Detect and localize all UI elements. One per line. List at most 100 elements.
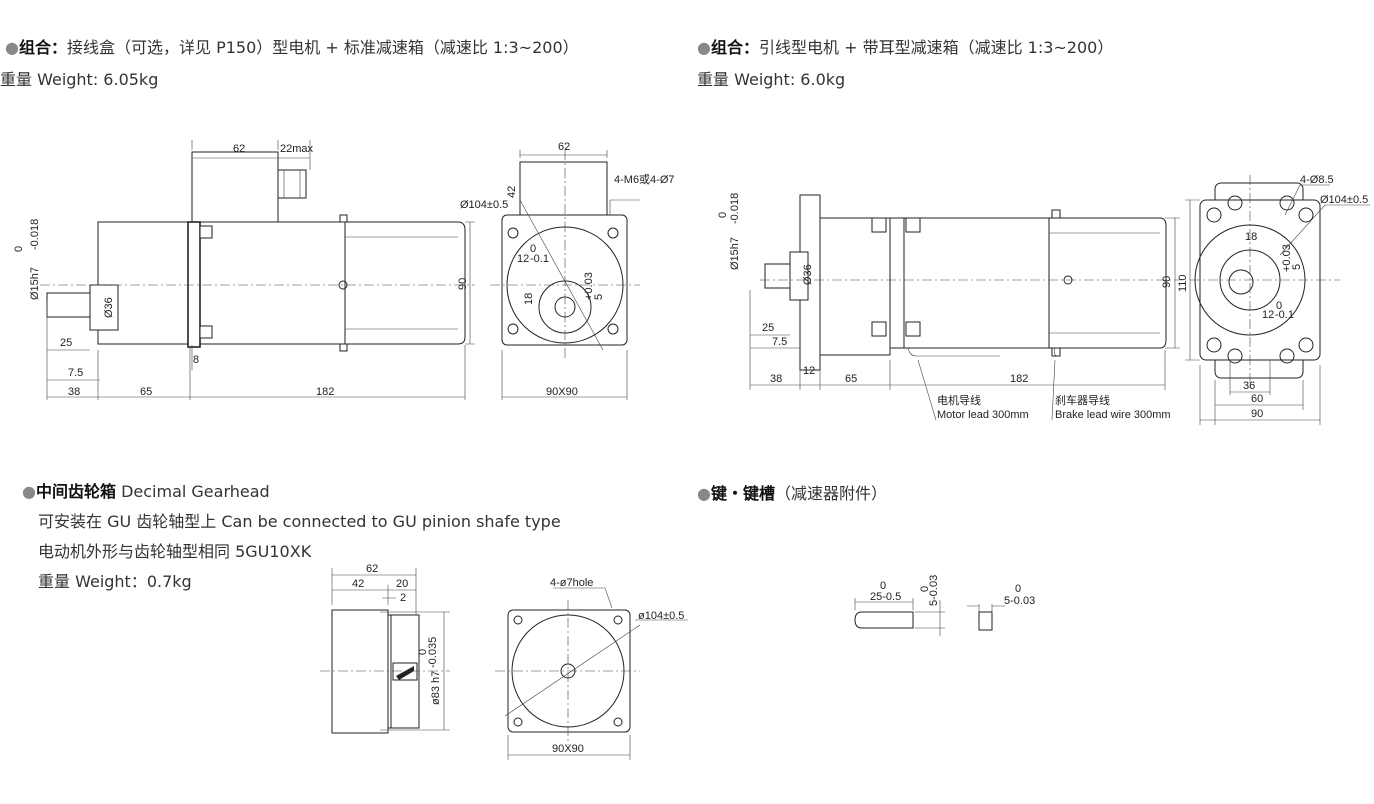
bullet: ● [5, 38, 19, 57]
gearbox [344, 221, 466, 345]
dim-text: 0 [919, 586, 931, 592]
section3-line1: 可安装在 GU 齿轮轴型上 Can be connected to GU pin… [38, 512, 561, 531]
brake-section [1048, 217, 1167, 349]
section1-title: 接线盒（可选，详见 P150）型电机 + 标准减速箱（减速比 1:3~200） [66, 38, 579, 57]
section2-label: 组合： [710, 38, 759, 57]
dim-text: 5-0.03 [1004, 595, 1035, 607]
dim-text: 20 [396, 578, 408, 590]
section3-heading: ●中间齿轮箱 Decimal Gearhead [22, 478, 270, 502]
dim-text: 7.5 [68, 367, 83, 379]
section4-label: 键・键槽 [710, 484, 775, 503]
section2-weight: 重量 Weight: 6.0kg [697, 70, 846, 89]
dim-text: 18 [523, 293, 535, 305]
dim-text: 90X90 [552, 743, 584, 755]
dim-text: 38 [770, 373, 782, 385]
drawing1-front-view: 62 42 Ø104±0.5 4-M6或4-Ø7 12 0 -0.1 18 5 … [460, 141, 675, 400]
dim-text: 90X90 [546, 386, 578, 398]
dim-text: Ø36 [802, 264, 814, 285]
motor-lead-label: 电机导线 [937, 393, 981, 407]
dim-text: +0.03 [583, 272, 595, 300]
dim-text: -0.1 [530, 253, 549, 265]
cable-gland [277, 169, 307, 199]
dim-text: 90 [457, 278, 469, 290]
dim-text: 0 [717, 212, 729, 218]
dim-text: 5 [1291, 264, 1303, 270]
brake-lead-label: Brake lead wire 300mm [1055, 409, 1171, 421]
dim-text: 0 [530, 243, 536, 255]
section3-title: Decimal Gearhead [115, 482, 270, 501]
motor-lead-label: Motor lead 300mm [937, 409, 1029, 421]
dim-text: -0.018 [29, 219, 41, 250]
dim-text: 36 [1243, 380, 1255, 392]
dim-text: Ø15h7 [29, 267, 41, 300]
section4-heading: ●键・键槽（减速器附件） [697, 480, 887, 504]
dim-text: 0 [417, 649, 429, 655]
dim-text: 182 [1010, 373, 1028, 385]
dim-text: 90 [1251, 408, 1263, 420]
dim-text: 5-0.03 [928, 575, 940, 606]
dim-text: 42 [352, 578, 364, 590]
dim-text: Ø36 [103, 297, 115, 318]
dim-text: 12 [517, 253, 529, 265]
flange-plate [187, 221, 201, 348]
dim-text: Ø104±0.5 [460, 199, 508, 211]
dim-text: 7.5 [772, 336, 787, 348]
brake-lead-label: 刹车器导线 [1055, 393, 1110, 407]
section4-title: （减速器附件） [774, 484, 887, 503]
dim-text: 0 [1015, 583, 1021, 595]
dim-text: 18 [1245, 231, 1257, 243]
drawing2-front-view: 4-Ø8.5 Ø104±0.5 18 5 +0.03 12 -0.1 0 36 … [1190, 174, 1370, 425]
dim-text: 182 [316, 386, 334, 398]
dim-text: 65 [140, 386, 152, 398]
dim-text: 4-Ø8.5 [1300, 174, 1334, 186]
dim-text: -0.1 [1275, 309, 1294, 321]
dim-text: 2 [400, 592, 406, 604]
section1-heading: ●组合：接线盒（可选，详见 P150）型电机 + 标准减速箱（减速比 1:3~2… [5, 34, 579, 58]
dim-text: 42 [506, 186, 518, 198]
key-drawing: 0 25-0.5 5-0.03 0 0 5-0.03 [854, 575, 1035, 636]
dim-text: 4-ø7hole [550, 577, 593, 589]
dim-text: +0.03 [1281, 244, 1293, 272]
dim-text: Ø15h7 [729, 237, 741, 270]
output-shaft [764, 263, 791, 289]
dim-text: 25-0.5 [870, 591, 901, 603]
dim-text: ø83 h7 [430, 671, 442, 705]
dim-text: 65 [845, 373, 857, 385]
bullet: ● [22, 482, 36, 501]
drawing2-side-view: Ø15h7 0 -0.018 Ø36 25 7.5 12 38 65 182 9… [717, 193, 1200, 421]
dim-text: 0 [880, 580, 886, 592]
dim-text: 90 [1161, 276, 1173, 288]
dim-text: 38 [68, 386, 80, 398]
dim-text: Ø104±0.5 [1320, 194, 1368, 206]
dim-text: -0.035 [427, 637, 439, 668]
dim-text: 25 [762, 322, 774, 334]
section1-weight: 重量 Weight: 6.05kg [0, 70, 159, 89]
terminal-box [191, 151, 279, 223]
section3-label: 中间齿轮箱 [35, 482, 116, 501]
dim-text: 110 [1177, 274, 1189, 292]
dim-text: 22max [280, 143, 314, 155]
dim-text: ø104±0.5 [638, 610, 684, 622]
section3-line2: 电动机外形与齿轮轴型相同 5GU10XK [38, 542, 312, 561]
dim-text: 62 [233, 143, 245, 155]
section2-title: 引线型电机 + 带耳型减速箱（减速比 1:3~200） [758, 38, 1114, 57]
dim-text: 5 [593, 294, 605, 300]
dim-text: 25 [60, 337, 72, 349]
gearhead-drawing: 62 42 20 2 ø83 h7 0 -0.035 4-ø7hole ø104… [320, 563, 688, 760]
dim-text: 60 [1251, 393, 1263, 405]
dim-text: 62 [558, 141, 570, 153]
output-shaft [46, 292, 91, 318]
dim-text: 62 [366, 563, 378, 575]
dim-text: 12 [803, 365, 815, 377]
dim-text: 0 [13, 246, 25, 252]
bullet: ● [697, 484, 711, 503]
drawing1-side-view: 62 22max Ø15h7 0 -0.018 Ø36 25 7.5 38 65… [13, 140, 475, 400]
bullet: ● [697, 38, 711, 57]
dim-text: 12 [1262, 309, 1274, 321]
dim-text: 4-M6或4-Ø7 [614, 173, 675, 186]
section3-weight: 重量 Weight：0.7kg [38, 572, 192, 591]
section2-heading: ●组合：引线型电机 + 带耳型减速箱（减速比 1:3~200） [697, 34, 1113, 58]
dim-text: 8 [193, 354, 199, 366]
section1-label: 组合： [18, 38, 67, 57]
